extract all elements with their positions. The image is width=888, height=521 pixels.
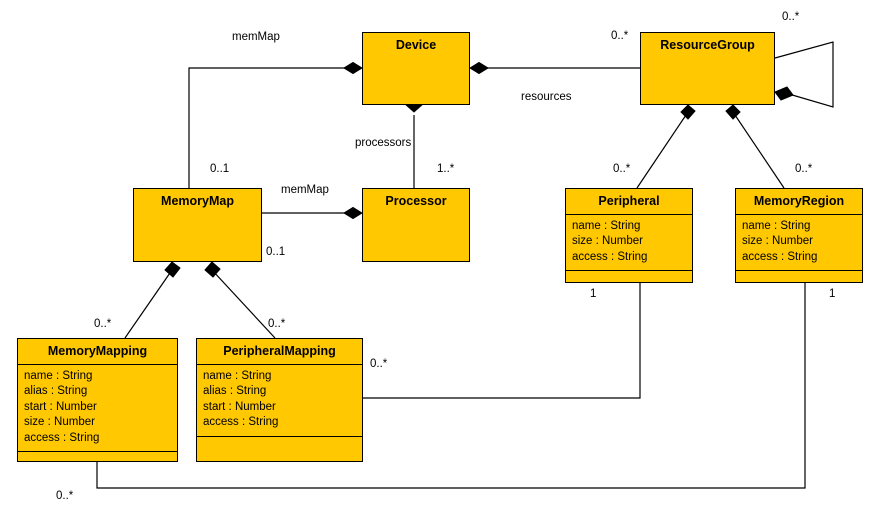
edge-label-processors: processors (355, 137, 412, 149)
attribute-row: name : String (572, 219, 641, 232)
edge-memorymap-peripheralmapping-line (211, 269, 276, 339)
class-peripheralmapping[interactable]: PeripheralMapping name : String alias : … (196, 338, 363, 462)
multiplicity-memorymapping-memorymap: 0..* (94, 318, 112, 330)
class-memoryregion-attributes: name : String size : Number access : Str… (736, 213, 862, 271)
multiplicity-peripheral-mapping-target: 1 (590, 288, 597, 300)
edge-resourcegroup-peripheral-line (636, 111, 689, 189)
edge-label-memmap-device: memMap (232, 31, 280, 43)
multiplicity-resourcegroup-self: 0..* (782, 11, 800, 23)
attribute-row: access : String (203, 416, 279, 428)
edge-memorymap-memorymapping-line (124, 269, 173, 339)
attribute-row: access : String (24, 431, 100, 444)
class-peripheralmapping-title: PeripheralMapping (223, 344, 336, 358)
class-peripheral-attributes: name : String size : Number access : Str… (566, 213, 692, 271)
attribute-row: size : Number (742, 235, 813, 247)
attribute-row: start : Number (203, 400, 276, 413)
class-memorymapping[interactable]: MemoryMapping name : String alias : Stri… (17, 338, 178, 462)
class-memorymap[interactable]: MemoryMap (133, 188, 262, 262)
composition-diamond-device-resources (469, 61, 489, 75)
class-processor[interactable]: Processor (362, 188, 470, 262)
edge-resourcegroup-self (774, 41, 834, 108)
attribute-row: start : Number (24, 400, 97, 413)
class-memorymapping-operations (18, 451, 177, 465)
multiplicity-memoryregion-mapping-target: 1 (829, 288, 836, 300)
multiplicity-memorymap-processor: 0..1 (266, 246, 286, 258)
attribute-row: name : String (742, 219, 811, 232)
class-peripheralmapping-attributes: name : String alias : String start : Num… (197, 363, 362, 436)
composition-diamond-device-memmap (343, 61, 363, 75)
attribute-row: name : String (24, 369, 93, 382)
class-device-title: Device (395, 38, 437, 52)
composition-diamond-resourcegroup-peripheral (680, 104, 696, 120)
class-peripheral-operations (566, 270, 692, 284)
multiplicity-memoryregion-resourcegroup: 0..* (795, 163, 813, 175)
attribute-row: access : String (572, 250, 648, 263)
multiplicity-peripheral-resourcegroup: 0..* (613, 163, 631, 175)
class-device[interactable]: Device (362, 32, 470, 105)
class-peripheral-title: Peripheral (598, 194, 660, 208)
edge-label-resources: resources (521, 91, 572, 103)
multiplicity-peripheralmapping-memorymap: 0..* (268, 318, 286, 330)
class-memoryregion[interactable]: MemoryRegion name : String size : Number… (735, 188, 863, 283)
edge-resourcegroup-memoryregion-line (732, 111, 785, 189)
multiplicity-peripheralmapping-ref: 0..* (370, 358, 388, 370)
class-processor-title: Processor (385, 194, 447, 208)
class-memoryregion-title: MemoryRegion (753, 194, 845, 208)
class-memoryregion-operations (736, 270, 862, 284)
class-resourcegroup-title: ResourceGroup (660, 38, 755, 52)
multiplicity-resourcegroup-resources: 0..* (611, 30, 629, 42)
composition-diamond-resourcegroup-self (774, 86, 794, 101)
attribute-row: access : String (742, 250, 818, 263)
attribute-row: alias : String (203, 385, 267, 397)
multiplicity-processor-device: 1..* (437, 163, 455, 175)
class-memorymapping-attributes: name : String alias : String start : Num… (18, 363, 177, 452)
attribute-row: size : Number (24, 416, 95, 428)
attribute-row: alias : String (24, 385, 88, 397)
class-peripheral[interactable]: Peripheral name : String size : Number a… (565, 188, 693, 283)
composition-diamond-memorymap-processor (343, 206, 363, 220)
edge-peripheralmapping-peripheral (363, 283, 641, 399)
attribute-row: name : String (203, 369, 272, 382)
class-peripheralmapping-operations (197, 435, 362, 450)
edge-label-memmap-processor: memMap (281, 184, 329, 196)
class-memorymap-title: MemoryMap (161, 194, 234, 208)
composition-diamond-memorymap-memorymapping (164, 261, 181, 278)
composition-diamond-memorymap-peripheralmapping (204, 261, 221, 278)
multiplicity-memorymap-device: 0..1 (210, 163, 230, 175)
multiplicity-memorymapping-ref: 0..* (56, 490, 74, 502)
class-memorymapping-title: MemoryMapping (47, 344, 148, 358)
attribute-row: size : Number (572, 235, 643, 247)
class-resourcegroup[interactable]: ResourceGroup (640, 32, 775, 105)
composition-diamond-resourcegroup-memoryregion (725, 104, 741, 120)
